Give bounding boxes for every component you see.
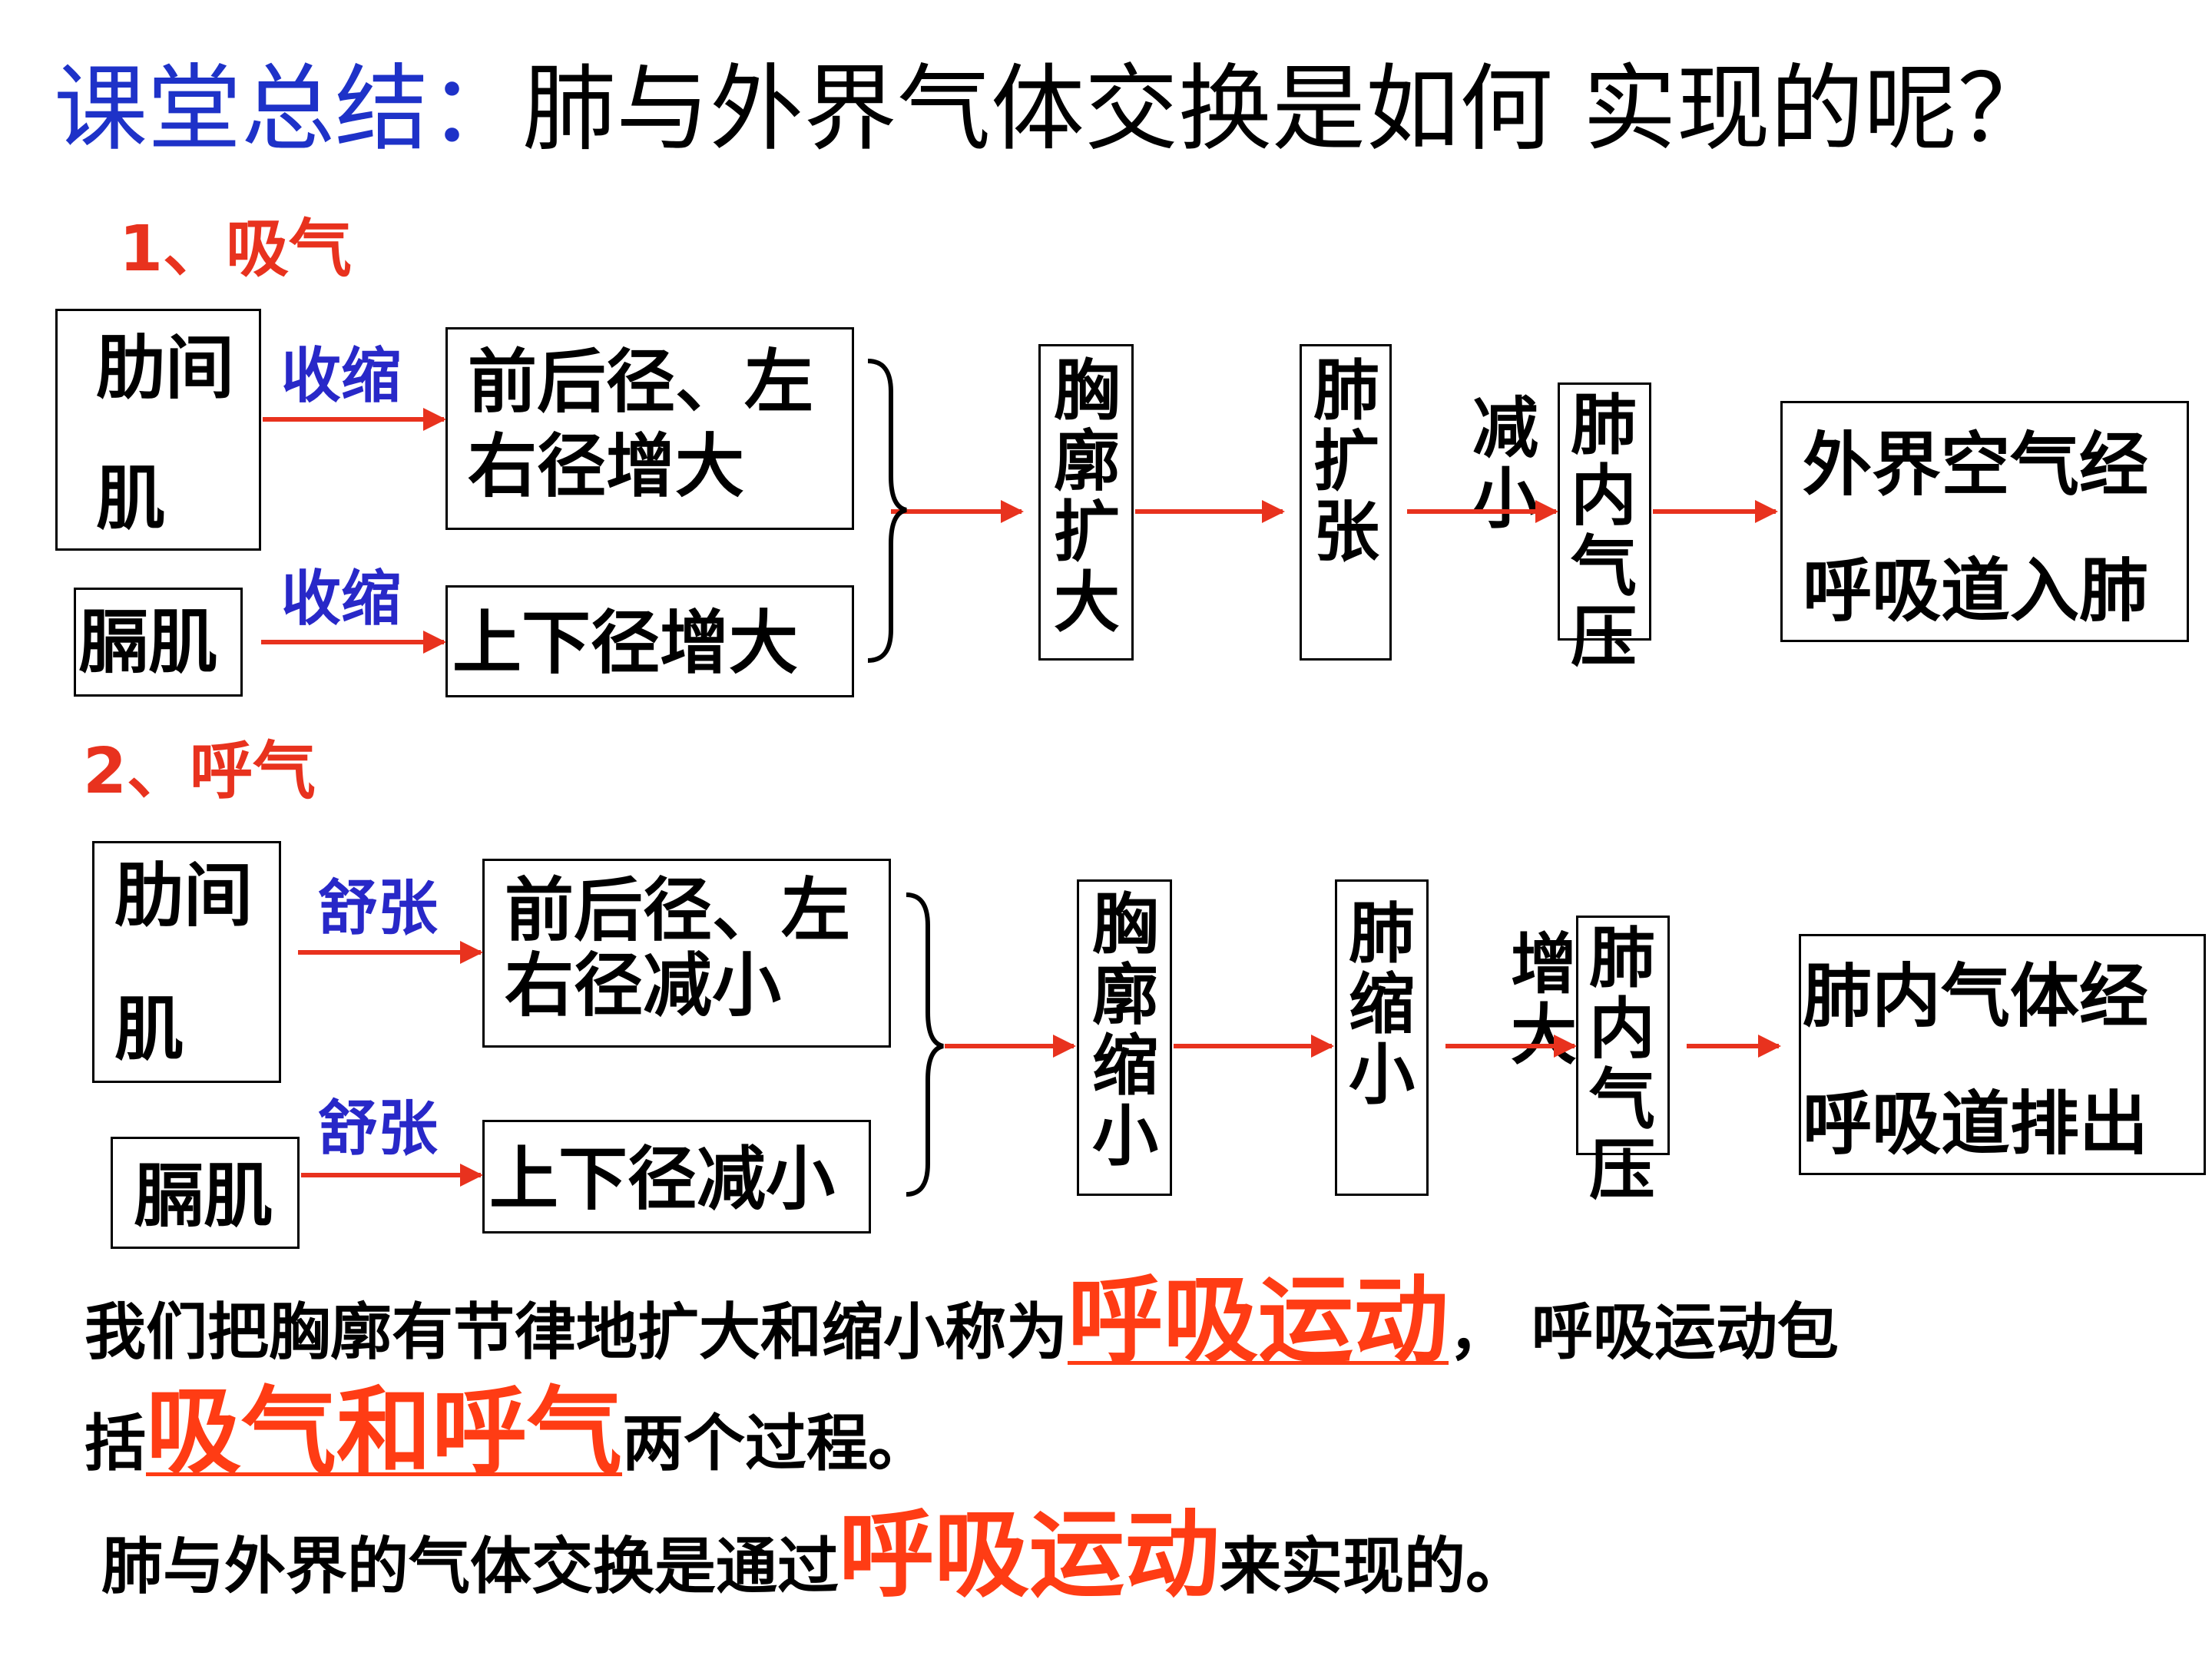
inhale-pressure-change: 减小 [1472, 390, 1538, 538]
inhale-intercostal-line1: 肋间 [96, 328, 234, 409]
inhale-result2-box: 上下径增大 [445, 585, 854, 697]
inhale-thorax-box: 胸廓扩大 [1038, 344, 1134, 661]
exhale-intercostal-box: 肋间 肌 [92, 841, 281, 1083]
summary-line2-text-a: 括 [84, 1408, 146, 1479]
summary-line2: 括吸气和呼气两个过程。 [84, 1382, 929, 1494]
summary-line1: 我们把胸廓有节律地扩大和缩小称为呼吸运动， 呼吸运动包 [84, 1271, 1839, 1382]
exhale-lung-box: 肺缩小 [1335, 879, 1429, 1196]
page-title: 课堂总结：肺与外界气体交换是如何 实现的呢？ [54, 48, 2051, 171]
inhale-result1-line2: 右径增大 [468, 426, 744, 507]
exhale-verb1: 舒张 [318, 874, 439, 943]
inhale-intercostal-line2: 肌 [96, 459, 165, 539]
exhale-diaphragm-box: 膈肌 [111, 1137, 300, 1249]
exhale-result2-box: 上下径减小 [482, 1120, 871, 1233]
summary-line1-text-a: 我们把胸廓有节律地扩大和缩小称为 [84, 1296, 1068, 1368]
exhale-result2-label: 上下径减小 [489, 1139, 835, 1220]
exhale-outcome-line1: 肺内气体经 [1803, 956, 2148, 1037]
exhale-intercostal-line2: 肌 [114, 989, 184, 1070]
exhale-result1-box: 前后径、左 右径减小 [482, 859, 891, 1048]
summary-line3-highlight: 呼吸运动 [839, 1500, 1220, 1611]
exhale-result1-line1: 前后径、左 [505, 870, 850, 951]
summary-line2-text-b: 两个过程。 [622, 1408, 930, 1479]
title-prefix: 课堂总结： [54, 55, 522, 164]
summary-line3-text-b: 来实现的。 [1220, 1531, 1528, 1602]
summary-line2-highlight: 吸气和呼气 [146, 1377, 623, 1488]
inhale-heading: 1、吸气 [119, 213, 353, 286]
exhale-diaphragm-label: 膈肌 [134, 1156, 273, 1237]
inhale-diaphragm-box: 膈肌 [74, 588, 243, 697]
exhale-pressure-box [1576, 916, 1670, 1155]
exhale-pressure-label: 肺内气压 [1589, 920, 1655, 1209]
inhale-outcome-line1: 外界空气经 [1803, 425, 2148, 505]
inhale-brace [867, 359, 907, 663]
inhale-verb2: 收缩 [281, 565, 402, 634]
exhale-outcome-box: 肺内气体经 呼吸道排出 [1799, 934, 2206, 1175]
inhale-result2-label: 上下径增大 [452, 603, 798, 684]
inhale-result1-line1: 前后径、左 [468, 342, 813, 422]
inhale-diaphragm-label: 膈肌 [79, 602, 217, 683]
inhale-pressure-label: 肺内气压 [1571, 387, 1637, 676]
exhale-heading: 2、呼气 [83, 735, 316, 808]
inhale-lung-box: 肺扩张 [1300, 344, 1392, 661]
exhale-result1-line2: 右径减小 [505, 945, 781, 1026]
inhale-verb1: 收缩 [281, 342, 402, 411]
summary-line3-text-a: 肺与外界的气体交换是通过 [101, 1531, 839, 1602]
summary-line1-highlight: 呼吸运动 [1068, 1266, 1449, 1376]
inhale-lung-label: 肺扩张 [1313, 353, 1379, 571]
exhale-verb2: 舒张 [318, 1094, 439, 1164]
inhale-intercostal-box: 肋间 肌 [55, 309, 261, 551]
exhale-outcome-line2: 呼吸道排出 [1803, 1084, 2148, 1164]
inhale-outcome-line2: 呼吸道入肺 [1803, 551, 2148, 631]
exhale-thorax-box: 胸廓缩小 [1077, 879, 1172, 1196]
inhale-pressure-box [1558, 382, 1651, 641]
inhale-result1-box: 前后径、左 右径增大 [445, 327, 854, 530]
summary-line1-text-b: ， 呼吸运动包 [1449, 1296, 1839, 1368]
inhale-outcome-box: 外界空气经 呼吸道入肺 [1780, 401, 2189, 642]
inhale-thorax-label: 胸廓扩大 [1054, 353, 1120, 641]
exhale-intercostal-line1: 肋间 [114, 856, 253, 936]
title-question: 肺与外界气体交换是如何 实现的呢？ [522, 55, 2051, 164]
exhale-thorax-label: 胸廓缩小 [1092, 886, 1158, 1175]
summary-line3: 肺与外界的气体交换是通过呼吸运动来实现的。 [101, 1505, 1527, 1617]
exhale-lung-label: 肺缩小 [1349, 896, 1415, 1114]
exhale-brace [906, 892, 944, 1197]
